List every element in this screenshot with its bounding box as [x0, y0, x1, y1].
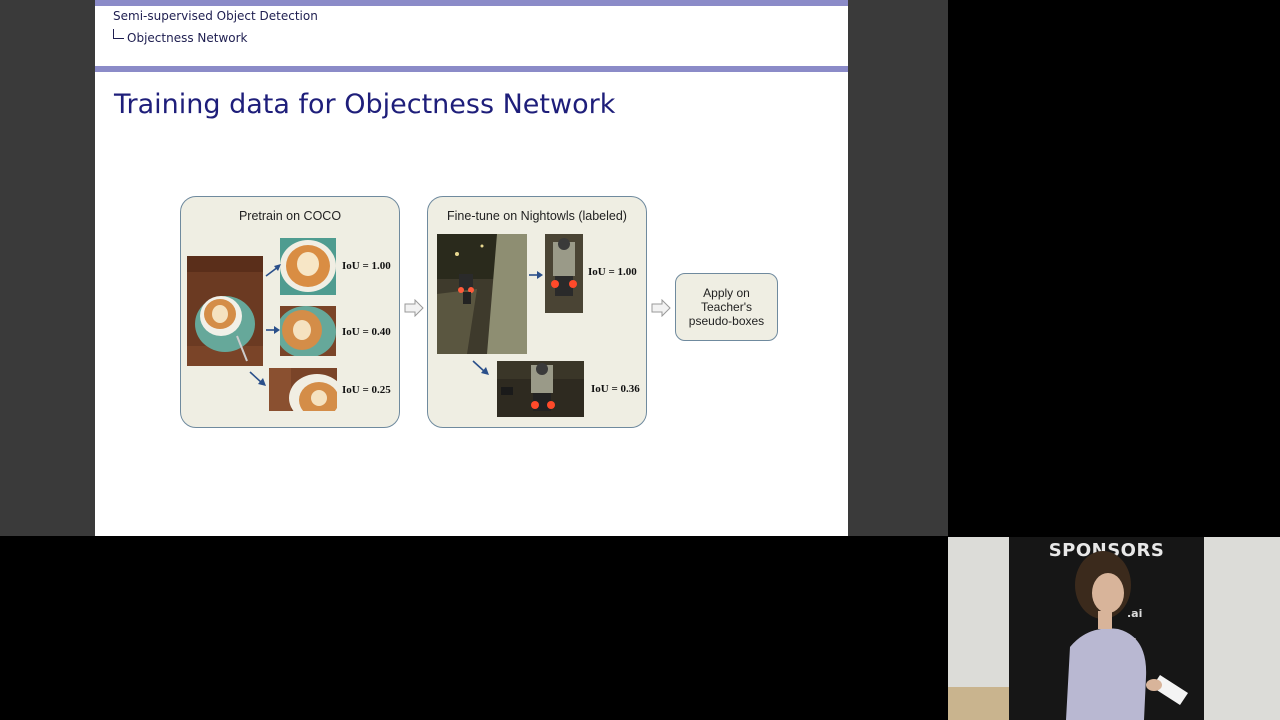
sponsor-logo-text-1: .ai [1127, 607, 1143, 620]
breadcrumb-section: Semi-supervised Object Detection [113, 9, 318, 23]
coffee-crop-3-photo [269, 368, 337, 411]
pretrain-box: Pretrain on COCO [180, 196, 400, 428]
pretrain-title: Pretrain on COCO [238, 209, 342, 223]
arrow-to-rider-crop-icon [529, 271, 543, 279]
slide-header-bar [95, 66, 848, 72]
flow-arrow-icon [651, 299, 671, 317]
apply-line-1: Apply on [703, 286, 750, 300]
speaker-figure [1066, 551, 1188, 720]
apply-box: Apply on Teacher's pseudo-boxes [675, 273, 778, 341]
iou-label: IoU = 1.00 [342, 260, 391, 272]
breadcrumb-subsection: Objectness Network [113, 29, 248, 45]
tree-branch-icon [113, 29, 124, 39]
coffee-crop-1-photo [280, 238, 336, 295]
coffee-crop-2-photo [280, 306, 336, 356]
slide-top-bar [95, 0, 848, 6]
arrow-to-crop-1-icon [265, 264, 281, 277]
slide: Semi-supervised Object Detection Objectn… [95, 0, 848, 536]
rider-crop-photo [545, 234, 583, 313]
flow-arrow-icon [404, 299, 424, 317]
finetune-title: Fine-tune on Nightowls (labeled) [447, 209, 627, 223]
finetune-box: Fine-tune on Nightowls (labeled) [427, 196, 647, 428]
iou-label: IoU = 0.40 [342, 326, 391, 338]
apply-line-2: Teacher's [701, 300, 752, 314]
speaker-video: SPONSORS .ai IN [948, 537, 1280, 720]
coffee-main-photo [187, 256, 263, 366]
iou-label: IoU = 0.36 [591, 383, 640, 395]
sponsors-banner-text: SPONSORS [1048, 540, 1165, 561]
apply-line-3: pseudo-boxes [688, 314, 765, 328]
rider-wide-crop-photo [497, 361, 584, 417]
arrow-to-rider-wide-crop-icon [472, 360, 489, 375]
iou-label: IoU = 1.00 [588, 266, 637, 278]
arrow-to-crop-2-icon [266, 326, 280, 334]
breadcrumb-subsection-label: Objectness Network [127, 31, 248, 45]
slide-title: Training data for Objectness Network [114, 89, 616, 120]
arrow-to-crop-3-icon [249, 371, 266, 386]
iou-label: IoU = 0.25 [342, 384, 391, 396]
night-street-photo [437, 234, 527, 354]
